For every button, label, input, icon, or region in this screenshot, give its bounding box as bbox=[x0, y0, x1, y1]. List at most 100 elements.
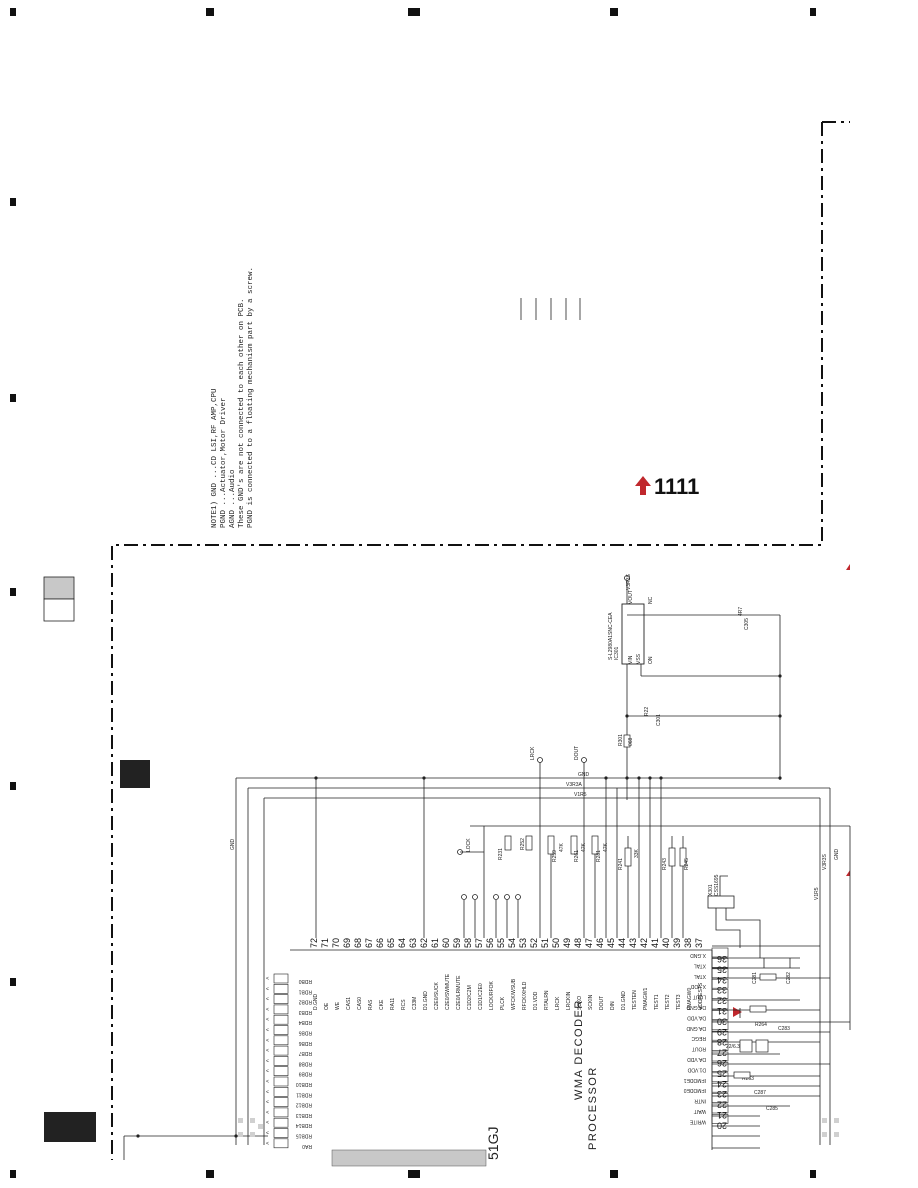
component-value: CSS1695 bbox=[714, 874, 720, 896]
pin-number: 50 bbox=[551, 938, 561, 948]
right-passives bbox=[733, 973, 777, 1079]
decoder-subtitle: PROCESSOR bbox=[587, 1066, 599, 1150]
component-ref: R243 bbox=[662, 858, 668, 870]
regulator-net-top: V3R3S bbox=[626, 573, 632, 590]
pin-number: 35 bbox=[717, 964, 727, 974]
pin-number: 71 bbox=[320, 938, 330, 948]
arrow-icon: < bbox=[266, 1007, 269, 1013]
component-ref: R231 bbox=[498, 848, 504, 860]
pin-name: TEST3 bbox=[676, 994, 682, 1010]
note-line-2: PGND ...Actuator,Motor Driver bbox=[220, 397, 228, 528]
decoder-pin: 35 XTAL bbox=[694, 958, 729, 974]
ghost-dots bbox=[238, 1118, 839, 1137]
arrow-icon: < bbox=[266, 1100, 269, 1106]
data-bus-pin: RDB13< bbox=[266, 1107, 312, 1118]
pin-name: C2E0/SWMUTE bbox=[445, 973, 451, 1010]
pin-number: 55 bbox=[496, 938, 506, 948]
pin-name: RDB13 bbox=[296, 1112, 312, 1118]
pin-name: RA0 bbox=[302, 1143, 312, 1149]
marker-1111: 1111 bbox=[635, 474, 699, 499]
pin-name: X.GND bbox=[690, 952, 706, 958]
pin-name: RAS bbox=[368, 999, 374, 1010]
net-label-dout: DOUT bbox=[574, 746, 580, 760]
data-bus-pin: RDB9< bbox=[266, 1066, 312, 1077]
component-ref: R241 bbox=[618, 858, 624, 870]
dark-marker-block bbox=[120, 760, 150, 788]
component-ref: C301 bbox=[656, 714, 662, 726]
pin-number: 60 bbox=[441, 938, 451, 948]
pin-name: C1D1/C2E0 bbox=[478, 983, 484, 1010]
arrow-icon: < bbox=[266, 1028, 269, 1034]
note-block: NOTE1) GND ...CD LSI,RF AMP,CPU PGND ...… bbox=[211, 267, 255, 528]
component-ref: C287 bbox=[754, 1090, 766, 1096]
pin-name: WAIT bbox=[694, 1108, 706, 1114]
data-bus-pin: RDB2< bbox=[266, 994, 312, 1005]
pin-name: SCKO bbox=[577, 996, 583, 1010]
left-feed bbox=[123, 1135, 268, 1160]
regulator-cap: C305 bbox=[744, 618, 750, 630]
pin-leads bbox=[315, 762, 684, 938]
pin-name: CAS0 bbox=[357, 997, 363, 1010]
decoder-pin: 33X.VDD bbox=[690, 978, 729, 995]
up-arrow-icon bbox=[635, 476, 651, 495]
note-line-4: These GND's are not connected to each ot… bbox=[238, 298, 246, 528]
net-label-lrck: LRCK bbox=[530, 746, 536, 760]
pin-name: X.VDD bbox=[690, 983, 706, 989]
pin-name: INTR bbox=[694, 1098, 706, 1104]
data-bus-pin: RDB0< bbox=[266, 973, 312, 984]
net-label-v3r3s-right: V3R3S bbox=[822, 853, 828, 870]
up-arrow-icon bbox=[846, 564, 850, 570]
arrow-icon: < bbox=[266, 1048, 269, 1054]
pin-name: RA11 bbox=[390, 998, 396, 1010]
pin-name: RDB10 bbox=[296, 1081, 312, 1087]
pin-name: RDB1 bbox=[298, 988, 312, 994]
pin-number: 54 bbox=[507, 938, 517, 948]
pin-name: RTALRN bbox=[544, 990, 550, 1010]
pin-name: D1.VDD bbox=[533, 991, 539, 1010]
decoder-pin: 36X.GND bbox=[690, 947, 729, 964]
arrow-icon: < bbox=[266, 1058, 269, 1064]
pin-number: 70 bbox=[331, 938, 341, 948]
pin-number: 72 bbox=[309, 938, 319, 948]
pin-number: 52 bbox=[529, 938, 539, 948]
pin-number: 37 bbox=[694, 938, 704, 948]
component-value: R22 bbox=[644, 707, 650, 716]
component-ref: R259 bbox=[552, 850, 558, 862]
component-ref: R261 bbox=[574, 850, 580, 862]
signal-terminals bbox=[457, 757, 587, 900]
pin-name: RDB3 bbox=[298, 1009, 312, 1015]
data-bus-pin: RDB11< bbox=[266, 1087, 312, 1097]
pin-name: RDB8 bbox=[298, 1060, 312, 1066]
pin-name: SCKIN bbox=[588, 994, 594, 1010]
right-arrow-icon bbox=[733, 1007, 742, 1017]
pin-number: 48 bbox=[573, 938, 583, 948]
data-bus-pin: RDB8 < bbox=[266, 1056, 312, 1066]
bus-wires bbox=[235, 777, 851, 1145]
pin-name: CAS1 bbox=[346, 997, 352, 1010]
note-line-5: PGND is connected to a floating mechanis… bbox=[247, 267, 255, 528]
pin-name: IFMODE0 bbox=[684, 1087, 706, 1093]
pin-number: 27 bbox=[717, 1048, 727, 1058]
component-value: 22/6.3 bbox=[726, 1044, 740, 1050]
pin-name: RDB15 bbox=[296, 1133, 312, 1139]
registration-marks bbox=[10, 8, 816, 1178]
pin-name: TEST2 bbox=[665, 994, 671, 1010]
pin-number: 25 bbox=[717, 1068, 727, 1078]
pin-name: REGC bbox=[691, 1035, 706, 1041]
pin-name: XTAL bbox=[694, 962, 706, 968]
